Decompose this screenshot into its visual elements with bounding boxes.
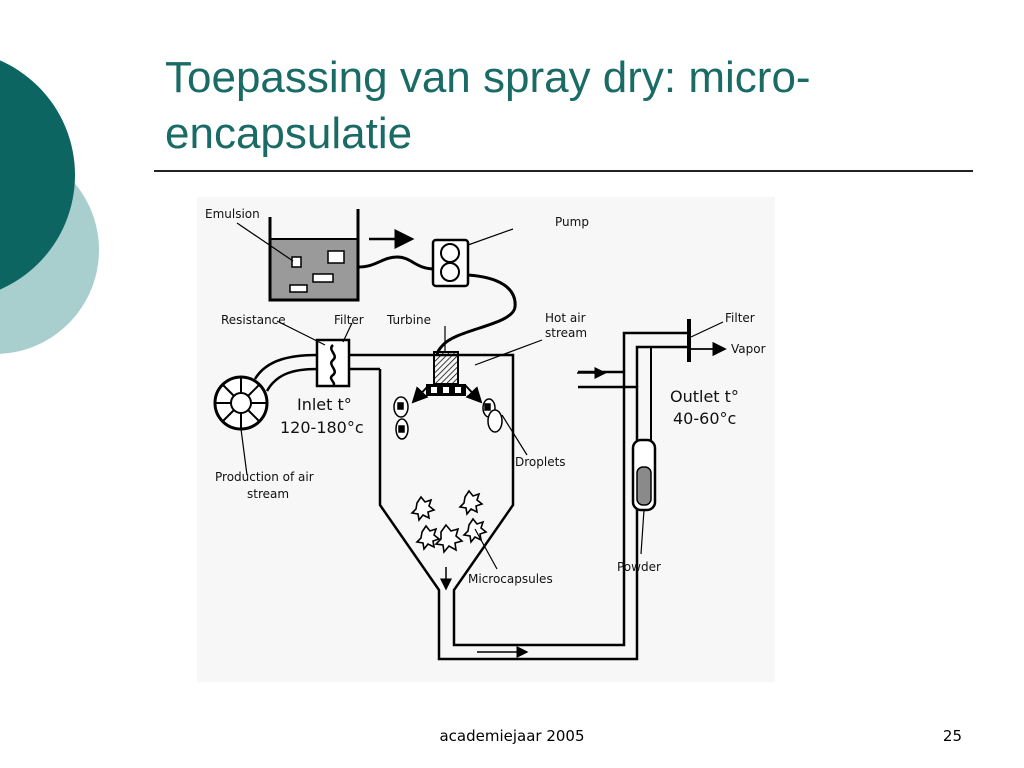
cyclone-pipe xyxy=(636,347,652,440)
turbine xyxy=(426,351,466,396)
label-filter-outlet: Filter xyxy=(725,311,755,325)
label-powder: Powder xyxy=(617,560,661,574)
spray-arrow-right xyxy=(464,384,483,404)
title-divider xyxy=(154,170,973,172)
microcapsules-leader xyxy=(474,528,498,570)
feed-tube xyxy=(357,255,436,271)
label-inlet-1: Inlet t° xyxy=(297,395,352,414)
powder-leader xyxy=(640,509,645,555)
pump-leader xyxy=(467,228,514,246)
page-number: 25 xyxy=(942,727,962,745)
production-leader xyxy=(240,428,248,476)
label-emulsion: Emulsion xyxy=(205,207,260,221)
label-inlet-2: 120-180°c xyxy=(280,418,364,437)
air-fan xyxy=(213,375,269,431)
drying-chamber-inner xyxy=(437,353,626,647)
pump-to-turbine-tube xyxy=(435,273,517,356)
diagram-frame: Emulsion Pump Resistance Filter Turbine … xyxy=(197,197,775,682)
label-filter-inlet: Filter xyxy=(334,313,364,327)
label-hot-air-1: Hot air xyxy=(545,311,586,325)
label-hot-air-2: stream xyxy=(545,326,587,340)
label-turbine: Turbine xyxy=(386,313,431,327)
exhaust-pipe-inner xyxy=(622,331,689,372)
spray-arrow-left xyxy=(411,384,430,404)
filter-inlet-leader xyxy=(342,322,353,343)
decor-circle-dark xyxy=(0,60,75,290)
label-production-1: Production of air xyxy=(215,470,314,484)
slide-decoration xyxy=(0,60,99,354)
label-resistance: Resistance xyxy=(221,313,286,327)
label-pump: Pump xyxy=(555,215,589,229)
label-outlet-2: 40-60°c xyxy=(673,409,736,428)
exhaust-pipe-outer xyxy=(635,345,689,387)
pump xyxy=(431,238,470,288)
microcapsules xyxy=(410,489,488,554)
label-outlet-1: Outlet t° xyxy=(670,387,739,406)
heater-filter xyxy=(315,338,351,388)
slide-title: Toepassing van spray dry: micro-encapsul… xyxy=(165,53,811,158)
label-microcapsules: Microcapsules xyxy=(468,572,553,586)
filter-outlet-leader xyxy=(690,321,724,338)
resistance-leader xyxy=(276,320,326,346)
droplets-leader xyxy=(501,414,528,456)
label-vapor: Vapor xyxy=(731,342,766,356)
emulsion-leader xyxy=(236,222,294,262)
hot-air-leader xyxy=(474,339,543,366)
droplets xyxy=(393,396,503,440)
label-droplets: Droplets xyxy=(515,455,566,469)
footer-text: academiejaar 2005 xyxy=(439,727,585,745)
label-production-2: stream xyxy=(247,487,289,501)
powder-collector xyxy=(631,438,657,512)
spray-dryer-diagram: Emulsion Pump Resistance Filter Turbine … xyxy=(205,207,766,661)
emulsion-tank xyxy=(268,209,360,302)
